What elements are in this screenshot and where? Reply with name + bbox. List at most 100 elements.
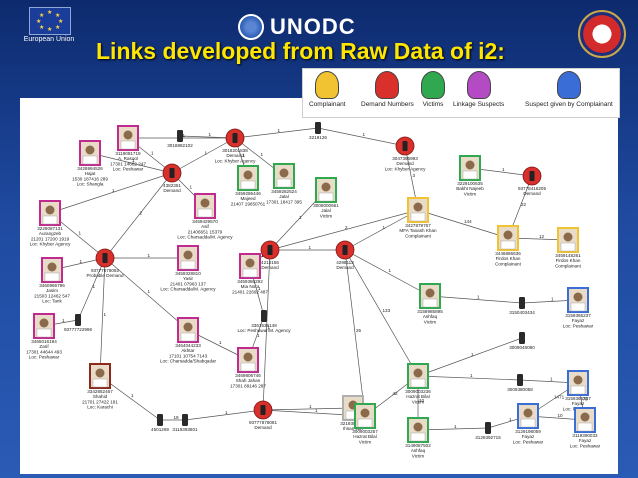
node-label: 3119393801 <box>172 427 198 432</box>
person-body-icon <box>318 192 334 202</box>
node-label: 17301 89146 287 <box>230 383 266 388</box>
link-line <box>429 295 523 304</box>
link-count-label: 2 <box>140 211 143 216</box>
legend-label: Linkage Suspects <box>453 101 505 108</box>
link-line <box>317 127 406 147</box>
phone-icon <box>519 332 525 344</box>
graph-node[interactable]: 3129392715 <box>475 422 501 440</box>
link-count-label: 42 <box>393 391 399 396</box>
person-head-icon <box>123 130 133 140</box>
person-body-icon <box>410 378 426 388</box>
graph-node[interactable]: 3018882102 <box>167 130 193 148</box>
graph-node[interactable]: 3219126 <box>309 122 327 140</box>
node-label: Demand <box>261 265 279 270</box>
link-line <box>262 407 354 411</box>
phone-icon <box>402 141 408 151</box>
graph-node[interactable]: 3009048080 <box>509 332 535 350</box>
link-count-label: 1 <box>151 151 154 156</box>
person-body-icon <box>82 155 98 165</box>
person-head-icon <box>183 250 193 260</box>
link-line <box>417 427 489 431</box>
link-count-label: 1 <box>268 325 271 330</box>
graph-node[interactable]: 3119393801 <box>172 414 198 432</box>
node-label: 3342852467 <box>87 389 113 394</box>
unodc-label: UNODC <box>270 14 356 39</box>
link-count-label: 1 <box>550 377 553 382</box>
node-label: 3119081719 <box>115 151 141 156</box>
person-head-icon <box>243 352 253 362</box>
node-label: Fayaz <box>579 438 592 443</box>
phone-icon <box>75 314 81 326</box>
graph-node[interactable]: 3009380058 <box>507 374 533 392</box>
node-label: 3018201838 <box>222 148 248 153</box>
node-label: 3459386292 <box>237 279 263 284</box>
person-yellow-icon <box>315 71 340 99</box>
police-emblem-icon <box>578 10 626 58</box>
node-label: 3469806746 <box>235 373 261 378</box>
link-count-label: 1 <box>243 153 246 158</box>
node-label: Victim <box>412 453 425 458</box>
link-line <box>269 209 419 251</box>
node-label: Loc: Karachi <box>87 405 113 410</box>
node-label: Asif <box>201 224 209 229</box>
node-label: Demand <box>254 425 272 430</box>
graph-node[interactable]: 4501269 <box>151 414 169 432</box>
person-body-icon <box>180 332 196 342</box>
link-count-label: 10 <box>558 413 564 418</box>
node-label: 21401 07963 137 <box>170 281 206 286</box>
node-label: 3459282524 <box>271 189 297 194</box>
node-label: Bakht Najeeb <box>456 186 484 191</box>
legend-item-linkage-suspects: Linkage Suspects <box>453 71 504 108</box>
node-label: Jasim <box>46 288 58 293</box>
link-line <box>104 172 173 259</box>
link-count-label: 1 <box>205 151 208 156</box>
person-head-icon <box>413 422 423 432</box>
person-head-icon <box>573 292 583 302</box>
person-body-icon <box>240 180 256 190</box>
node-label: 1530 187416 289 <box>72 176 108 181</box>
person-head-icon <box>245 258 255 268</box>
phone-icon <box>315 122 321 134</box>
node-label: Probable Demand <box>86 273 123 278</box>
graph-node[interactable]: 3150403434 <box>509 297 535 315</box>
graph-node[interactable]: 93777722996 <box>64 314 93 332</box>
person-body-icon <box>410 212 426 222</box>
node-label: 4382351 <box>163 183 181 188</box>
node-label: 3009048080 <box>509 345 535 350</box>
